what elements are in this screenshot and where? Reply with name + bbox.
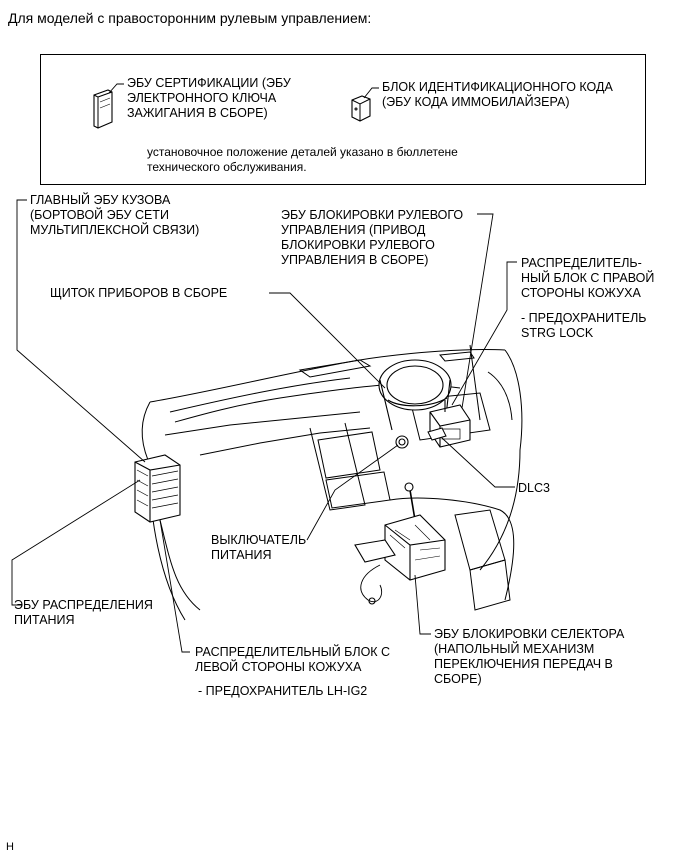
legend-box — [40, 54, 646, 185]
legend-id-code-box-label: БЛОК ИДЕНТИФИКАЦИОННОГО КОДА (ЭБУ КОДА И… — [382, 80, 613, 109]
footer-code: H — [6, 841, 14, 853]
shift-lever-assembly — [354, 482, 446, 605]
steering-lock-ecu — [429, 400, 471, 448]
label-steering-lock-ecu: ЭБУ БЛОКИРОВКИ РУЛЕВОГО УПРАВЛЕНИЯ (ПРИВ… — [281, 208, 464, 267]
combination-meter — [378, 359, 452, 431]
page-title: Для моделей с правосторонним рулевым упр… — [8, 10, 372, 26]
label-shift-lock-ecu: ЭБУ БЛОКИРОВКИ СЕЛЕКТОРА (НАПОЛЬНЫЙ МЕХА… — [434, 627, 625, 686]
label-junction-block-left: РАСПРЕДЕЛИТЕЛЬНЫЙ БЛОК С ЛЕВОЙ СТОРОНЫ К… — [195, 645, 391, 674]
label-power-switch: ВЫКЛЮЧАТЕЛЬ ПИТАНИЯ — [211, 533, 307, 562]
dlc3-connector — [427, 427, 447, 441]
legend-leaders — [108, 83, 379, 99]
id-code-box-icon — [351, 95, 371, 122]
legend-note: установочное положение деталей указано в… — [147, 145, 458, 174]
left-junction-block — [134, 454, 181, 523]
label-fuse-lh-ig2: - ПРЕДОХРАНИТЕЛЬ LH-IG2 — [198, 684, 368, 698]
label-main-body-ecu: ГЛАВНЫЙ ЭБУ КУЗОВА (БОРТОВОЙ ЭБУ СЕТИ МУ… — [30, 193, 200, 237]
dashboard-outline — [141, 344, 523, 621]
label-combination-meter: ЩИТОК ПРИБОРОВ В СБОРЕ — [50, 286, 228, 300]
power-switch — [395, 435, 409, 449]
label-fuse-strg-lock: - ПРЕДОХРАНИТЕЛЬ STRG LOCK — [521, 311, 647, 340]
label-junction-block-right: РАСПРЕДЕЛИТЕЛЬ- НЫЙ БЛОК С ПРАВОЙ СТОРОН… — [521, 256, 655, 300]
leader-lines — [11, 199, 517, 653]
certification-ecu-icon — [93, 89, 113, 129]
legend-certification-ecu-label: ЭБУ СЕРТИФИКАЦИИ (ЭБУ ЭЛЕКТРОННОГО КЛЮЧА… — [127, 76, 291, 120]
label-dlc3: DLC3 — [518, 481, 550, 495]
label-power-distribution-ecu: ЭБУ РАСПРЕДЕЛЕНИЯ ПИТАНИЯ — [14, 598, 153, 627]
